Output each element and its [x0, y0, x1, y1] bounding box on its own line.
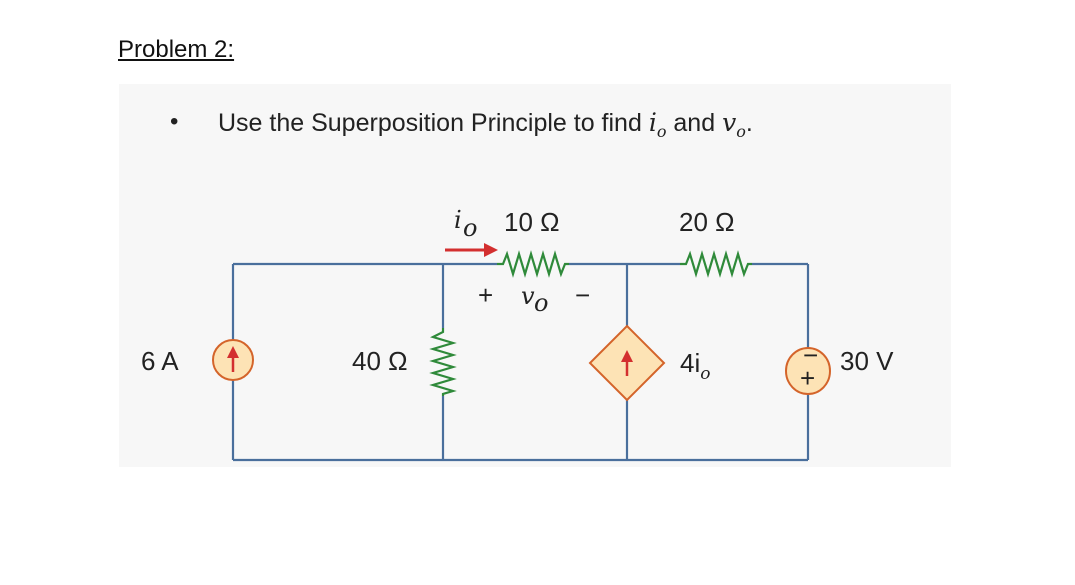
task-text-end: .: [745, 109, 753, 137]
task-text-and: and: [673, 109, 716, 137]
task-text: Use the Superposition Principle to find …: [218, 108, 753, 141]
vo-minus: −: [575, 280, 590, 310]
resistor-10-label: 10 Ω: [504, 207, 560, 237]
voltage-source-minus: −: [803, 340, 818, 370]
vo-label: v: [521, 282, 535, 310]
var-vo: vo: [722, 108, 746, 141]
current-source-label: 6 A: [141, 346, 179, 376]
voltage-source-30v: [785, 347, 831, 395]
problem-panel: [119, 84, 951, 467]
dependent-source-arrow-head: [621, 350, 633, 362]
io-arrow-head: [484, 243, 498, 257]
vo-label-sub: o: [534, 289, 548, 317]
current-source-6a: [212, 339, 254, 381]
current-source-arrow-head: [227, 346, 239, 358]
vo-plus: +: [478, 280, 493, 310]
io-label-sub: o: [463, 214, 477, 242]
voltage-source-circle: [785, 347, 831, 395]
voltage-source-plus: +: [800, 363, 815, 393]
dependent-source-label: 4io: [680, 348, 711, 384]
task-text-before: Use the Superposition Principle to find: [218, 109, 642, 137]
voltage-source-label: 30 V: [840, 346, 894, 376]
resistor-20-ohm: [680, 250, 752, 278]
var-io: io: [648, 108, 667, 141]
dependent-current-source: [588, 324, 666, 402]
resistor-20-label: 20 Ω: [679, 207, 735, 237]
problem-title: Problem 2:: [118, 36, 235, 63]
resistor-40-label: 40 Ω: [352, 346, 408, 376]
resistor-10-ohm: [497, 250, 569, 278]
resistor-40-ohm: [429, 328, 457, 396]
bullet-marker: •: [170, 108, 179, 135]
io-label: i: [454, 206, 462, 234]
